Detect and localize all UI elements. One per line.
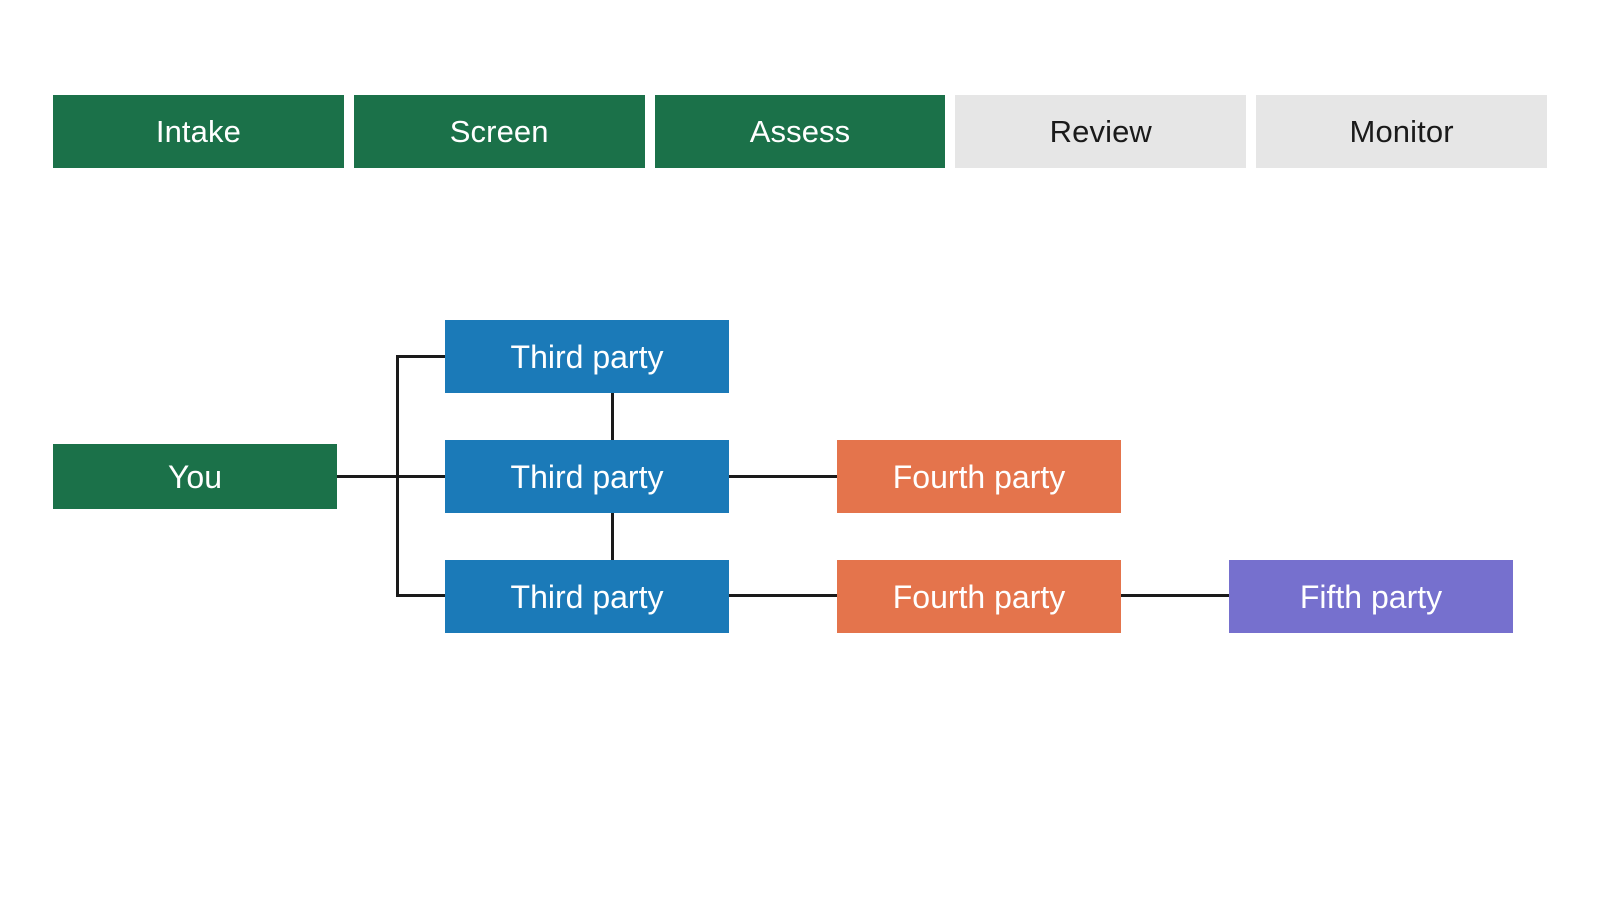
stage-monitor[interactable]: Monitor [1256, 95, 1547, 168]
edge-third-2-to-third-3 [611, 512, 614, 563]
node-fifth-party-1-label: Fifth party [1299, 578, 1443, 615]
stage-review[interactable]: Review [955, 95, 1247, 168]
node-you[interactable]: You [53, 444, 337, 509]
stage-screen-label: Screen [449, 114, 549, 149]
node-fourth-party-2-label: Fourth party [892, 578, 1066, 615]
node-fourth-party-1[interactable]: Fourth party [837, 440, 1121, 513]
edge-third-3-to-fourth-2 [729, 594, 839, 597]
node-third-party-3[interactable]: Third party [445, 560, 729, 633]
edge-third-1-to-third-2 [611, 393, 614, 443]
node-fourth-party-2[interactable]: Fourth party [837, 560, 1121, 633]
node-third-party-1-label: Third party [510, 338, 664, 375]
node-fourth-party-1-label: Fourth party [892, 458, 1066, 495]
stage-screen[interactable]: Screen [353, 95, 645, 168]
stage-assess[interactable]: Assess [654, 95, 946, 168]
stage-intake-label: Intake [155, 114, 241, 149]
node-third-party-2-label: Third party [510, 458, 664, 495]
edge-you-to-trunk [337, 475, 398, 478]
edge-trunk-to-third-1 [396, 355, 446, 358]
lifecycle-stage-bar: Intake Screen Assess Review Monitor [53, 95, 1547, 168]
edge-third-2-to-fourth-1 [729, 475, 839, 478]
stage-assess-label: Assess [749, 114, 851, 149]
stage-intake[interactable]: Intake [53, 95, 344, 168]
node-fifth-party-1[interactable]: Fifth party [1229, 560, 1513, 633]
stage-monitor-label: Monitor [1349, 114, 1454, 149]
edge-trunk-to-third-3 [396, 594, 446, 597]
node-third-party-2[interactable]: Third party [445, 440, 729, 513]
edge-trunk-to-third-2 [396, 475, 446, 478]
node-third-party-3-label: Third party [510, 578, 664, 615]
node-you-label: You [168, 458, 222, 495]
stage-review-label: Review [1049, 114, 1152, 149]
edge-fourth-2-to-fifth-1 [1121, 594, 1231, 597]
node-third-party-1[interactable]: Third party [445, 320, 729, 393]
